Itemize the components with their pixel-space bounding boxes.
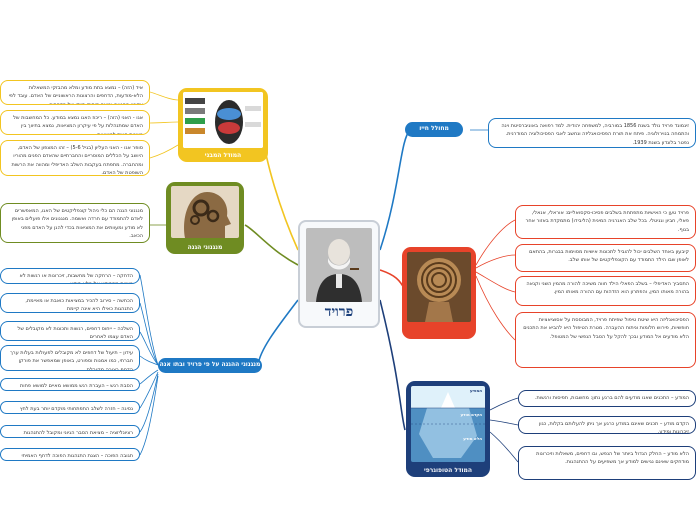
note-repression[interactable]: הדחקה – הרחקה של מחשבות, זיכרונות או רגש… xyxy=(0,268,140,284)
note-therapy-text: הפסיכואנליזה היא שיטת טיפול שפיתח פרויד,… xyxy=(523,317,689,340)
note-denial-text: הכחשה – סירוב להכיר במציאות כואבת או מאי… xyxy=(25,298,133,313)
note-fixation[interactable]: קיבעון באחד השלבים יכול להוביל לתכונות א… xyxy=(515,244,696,272)
note-reaction-formation-text: תגובה הפוכה – הצגת התנהגות הפוכה לדחף הא… xyxy=(21,453,134,459)
topic-structural-model[interactable]: המודל המבני xyxy=(178,88,268,162)
topic-topographic-model[interactable]: המודע הקדם מודע הלא מודע המודל הטופוגרפי xyxy=(406,381,490,477)
note-id[interactable]: איד (הזה) – נמצא בתת מודע ומלא מהבזקי המ… xyxy=(0,80,150,105)
note-displacement-text: הסבת רגש – העברת רגש ממושא מאיים למושא פ… xyxy=(19,383,133,389)
topic-biography-label: מחולל חייו xyxy=(419,125,449,132)
note-fixation-text: קיבעון באחד השלבים יכול להוביל לתכונות א… xyxy=(529,249,689,264)
note-unconscious[interactable]: הלא מודע – החלק הגדול ביותר של הנפש, ובו… xyxy=(518,446,696,480)
note-defense-intro[interactable]: מנגנוני הגנה הם כלי ניהול קונפליקטים של … xyxy=(0,203,150,243)
note-projection-text: השלכה – ייחוס דחפים, רגשות ותכונות לא מק… xyxy=(17,326,133,341)
note-conscious-text: המודע – התכנים שאנו מודעים להם ברגע נתון… xyxy=(534,395,689,401)
note-defense-intro-text: מנגנוני הגנה הם כלי ניהול קונפליקטים של … xyxy=(11,208,143,240)
iceberg-label-unconscious: הלא מודע xyxy=(463,436,482,441)
iceberg-image: המודע הקדם מודע הלא מודע xyxy=(411,386,485,462)
note-psychosexual-stages-text: פרויד טען כי האישיות מתפתחת בשלבים פסיכו… xyxy=(525,210,689,233)
topic-self-defense-pill[interactable]: מנגנוני ההגנה על פי פרויד ובתו אנה xyxy=(158,358,262,373)
topic-self-defense-label: מנגנוני ההגנה על פי פרויד ובתו אנה xyxy=(159,361,261,368)
note-oedipus-text: התסביך האדיפלי – בשלב הפאלי הילד חווה מש… xyxy=(526,281,689,296)
topic-defense-mechanisms[interactable]: מנגנוני הגנה xyxy=(166,182,244,254)
note-therapy[interactable]: הפסיכואנליזה היא שיטת טיפול שפיתח פרויד,… xyxy=(515,312,696,368)
central-node[interactable]: פרויד xyxy=(298,220,380,328)
note-id-text: איד (הזה) – נמצא בתת מודע ומלא מהבזקי המ… xyxy=(8,85,143,105)
note-sublimation[interactable]: עידון – תיעול של דחפים לא מקובלים לפעולו… xyxy=(0,345,140,371)
note-repression-text: הדחקה – הרחקה של מחשבות, זיכרונות או רגש… xyxy=(19,273,133,283)
topic-topographic-model-label: המודל הטופוגרפי xyxy=(423,467,473,474)
topic-biography-pill[interactable]: מחולל חייו xyxy=(405,122,463,137)
topic-structural-model-label: המודל המבני xyxy=(204,152,242,159)
freud-portrait xyxy=(306,228,372,302)
note-denial[interactable]: הכחשה – סירוב להכיר במציאות כואבת או מאי… xyxy=(0,293,140,313)
topic-psychoanalysis[interactable] xyxy=(402,247,476,339)
note-regression[interactable]: נסיגה – חזרה לשלב התפתחותי מוקדם יותר בע… xyxy=(0,401,140,414)
note-displacement[interactable]: הסבת רגש – העברת רגש ממושא מאיים למושא פ… xyxy=(0,378,140,391)
structural-model-image xyxy=(183,92,263,148)
note-reaction-formation[interactable]: תגובה הפוכה – הצגת התנהגות הפוכה לדחף הא… xyxy=(0,448,140,461)
iceberg-label-conscious: המודע xyxy=(469,388,482,393)
note-projection[interactable]: השלכה – ייחוס דחפים, רגשות ותכונות לא מק… xyxy=(0,321,140,341)
note-unconscious-text: הלא מודע – החלק הגדול ביותר של הנפש, ובו… xyxy=(536,451,689,466)
iceberg-label-preconscious: הקדם מודע xyxy=(460,412,482,417)
note-oedipus[interactable]: התסביך האדיפלי – בשלב הפאלי הילד חווה מש… xyxy=(515,276,696,306)
gears-head-image xyxy=(171,186,239,238)
maze-head-image xyxy=(407,252,471,322)
topic-defense-mechanisms-label: מנגנוני הגנה xyxy=(187,244,223,251)
note-superego[interactable]: סופר אגו - האני העליון (בגיל 5-6) – זהו … xyxy=(0,140,150,176)
note-superego-text: סופר אגו - האני העליון (בגיל 5-6) – זהו … xyxy=(11,145,143,176)
note-rationalization[interactable]: רציונליזציה – מציאת הסבר הגיוני ומקובל ל… xyxy=(0,425,140,438)
note-psychosexual-stages[interactable]: פרויד טען כי האישיות מתפתחת בשלבים פסיכו… xyxy=(515,205,696,239)
note-rationalization-text: רציונליזציה – מציאת הסבר הגיוני ומקובל ל… xyxy=(23,430,133,436)
note-sublimation-text: עידון – תיעול של דחפים לא מקובלים לפעולו… xyxy=(10,350,133,371)
note-ego[interactable]: אגו - האני (הזה) – ריכוז האגו נמצא במודע… xyxy=(0,110,150,135)
note-conscious[interactable]: המודע – התכנים שאנו מודעים להם ברגע נתון… xyxy=(518,390,696,407)
note-biography[interactable]: זיגמונד פרויד נולד בשנת 1856 במורביה, למ… xyxy=(488,118,696,148)
central-title: פרויד xyxy=(324,304,354,320)
note-biography-text: זיגמונד פרויד נולד בשנת 1856 במורביה, למ… xyxy=(501,123,689,146)
note-preconscious-text: הקדם מודע – תכנים שאינם במודע כרגע אך ני… xyxy=(538,421,689,434)
note-ego-text: אגו - האני (הזה) – ריכוז האגו נמצא במודע… xyxy=(13,115,143,135)
note-regression-text: נסיגה – חזרה לשלב התפתחותי מוקדם יותר בע… xyxy=(19,406,133,412)
note-preconscious[interactable]: הקדם מודע – תכנים שאינם במודע כרגע אך ני… xyxy=(518,416,696,434)
